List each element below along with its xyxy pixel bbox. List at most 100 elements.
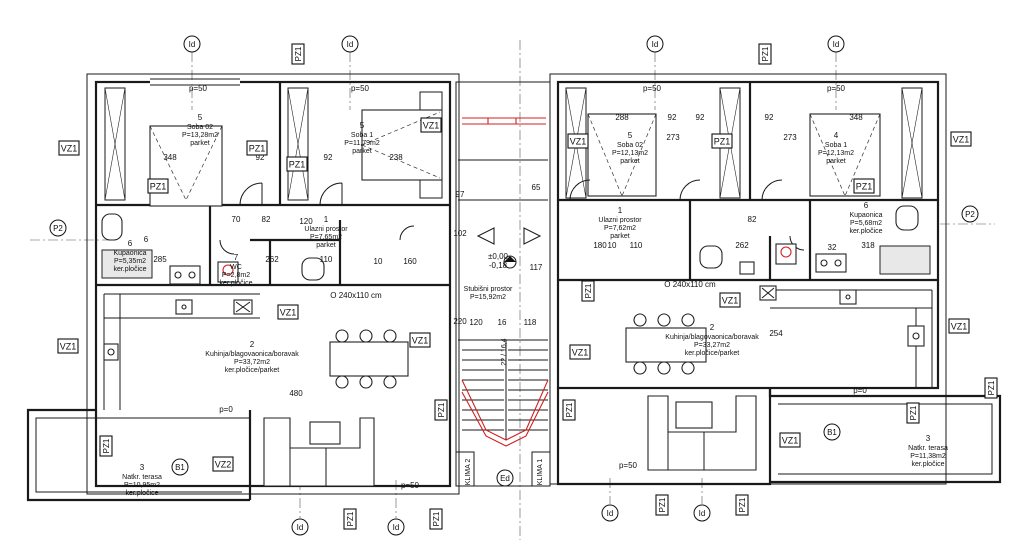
stair-treads <box>462 349 548 431</box>
door-tag-text: PZ1 <box>437 402 446 417</box>
left-doors <box>219 182 415 255</box>
room-number: 3 <box>926 434 931 443</box>
dimension-label: 110 <box>320 255 333 264</box>
door-tag-text: PZ1 <box>346 511 355 526</box>
room-name: Soba 02 <box>187 124 213 131</box>
room-floor: ker.pločice <box>849 228 882 235</box>
window-tag-text: PZ1 <box>856 182 873 192</box>
door-tag-text: PZ1 <box>565 402 574 417</box>
left-bathroom <box>101 213 325 285</box>
room-area: P=5,68m2 <box>850 220 882 227</box>
window-tag: VZ1 <box>57 338 79 354</box>
dimension-label: p=50 <box>351 84 370 93</box>
room-name: Natkr. terasa <box>908 445 948 452</box>
room-floor: parket <box>352 148 372 155</box>
window-tag-text: VZ1 <box>951 322 968 332</box>
dimension-label: p=0 <box>219 405 233 414</box>
window-tag-text: VZ1 <box>782 436 799 446</box>
dimension-label: 6 <box>144 235 149 244</box>
dimension-label: 254 <box>769 329 783 338</box>
window-tag: VZ1 <box>277 304 299 320</box>
dimension-label: 82 <box>748 215 757 224</box>
window-tag: PZ1 <box>711 133 733 149</box>
room-floor: ker.pločice <box>219 280 252 287</box>
room-number: 2 <box>250 340 255 349</box>
dimension-label: 180 <box>593 241 607 250</box>
room-floor: parket <box>826 158 846 165</box>
window-tag-text: VZ1 <box>280 308 297 318</box>
dimension-label: 160 <box>403 257 417 266</box>
axis-bubble: B1 <box>823 423 841 441</box>
dimension-label: p=50 <box>619 461 638 470</box>
room-name: Soba 1 <box>351 132 373 139</box>
dimension-label: 480 <box>289 389 303 398</box>
dimension-label: p=50 <box>401 481 420 490</box>
dimension-label: 120 <box>469 318 483 327</box>
room-number: 1 <box>618 206 623 215</box>
window-tag: VZ1 <box>719 292 741 308</box>
window-tag-text: PZ1 <box>150 182 167 192</box>
axis-bubble-text: Id <box>607 509 614 518</box>
door-tag: PZ1 <box>434 399 448 421</box>
dimension-label: ±0,00 <box>488 252 509 261</box>
room-name: Kupaonica <box>113 250 146 257</box>
door-tag-text: PZ1 <box>432 511 441 526</box>
dimension-label: 288 <box>615 113 629 122</box>
window-tag-text: VZ1 <box>60 342 77 352</box>
axis-bubble: Id <box>387 518 405 536</box>
dimension-label: 10 <box>374 257 383 266</box>
room-floor: ker.pločice <box>125 490 158 497</box>
axis-bubble-text: Id <box>347 40 354 49</box>
room-floor: parket <box>620 158 640 165</box>
dimension-label: 97 <box>456 190 465 199</box>
room-name: Kuhinja/blagovaonica/boravak <box>665 334 759 341</box>
axis-bubble: Id <box>601 504 619 522</box>
room-name: Ulazni prostor <box>598 217 642 224</box>
dimension-label: 16 <box>498 318 507 327</box>
room-area: P=33,72m2 <box>234 359 270 366</box>
window-tag: PZ1 <box>147 178 169 194</box>
room-name: Stubišni prostor <box>464 286 513 293</box>
window-tag-text: VZ1 <box>572 348 589 358</box>
room-name: WC <box>230 264 242 271</box>
axis-bubble-text: Id <box>189 40 196 49</box>
dimension-label: 348 <box>849 113 863 122</box>
door-tag: PZ1 <box>343 508 357 530</box>
room-area: P=5,35m2 <box>114 258 146 265</box>
door-tag: PZ1 <box>99 435 113 457</box>
door-tag-text: PZ1 <box>761 46 770 61</box>
room-number: 7 <box>234 253 239 262</box>
right-living-furniture <box>625 285 933 471</box>
axis-bubble: P2 <box>961 205 979 223</box>
axis-bubble: B1 <box>171 458 189 476</box>
door-tag-text: PZ1 <box>738 497 747 512</box>
right-bathroom <box>699 205 931 275</box>
room-number: 3 <box>140 463 145 472</box>
axis-lines <box>30 40 995 540</box>
dimension-label: 10 <box>608 241 617 250</box>
axis-bubble-text: B1 <box>175 463 185 472</box>
door-tag: PZ1 <box>429 508 443 530</box>
axis-bubble: Id <box>291 518 309 536</box>
right-unit-walls <box>549 73 1002 486</box>
dimension-label: 262 <box>735 241 749 250</box>
dimension-label: 92 <box>668 113 677 122</box>
dimension-label: 273 <box>783 133 797 142</box>
room-name: Soba 02 <box>617 142 643 149</box>
dimension-label: 92 <box>765 113 774 122</box>
room-name: Kuhinja/blagovaonica/boravak <box>205 351 299 358</box>
room-floor: parket <box>610 233 630 240</box>
room-number: 5 <box>198 113 203 122</box>
room-area: P=12,13m2 <box>612 150 648 157</box>
dimension-label: O 240x110 cm <box>664 280 716 289</box>
room-area: P=7,65m2 <box>310 234 342 241</box>
dimension-label: 102 <box>453 229 467 238</box>
room-number: 5 <box>360 121 365 130</box>
room-number: 6 <box>128 239 133 248</box>
window-tag-text: VZ2 <box>215 460 232 470</box>
axis-bubble-text: Ed <box>500 474 510 483</box>
axis-bubble: P2 <box>49 219 67 237</box>
